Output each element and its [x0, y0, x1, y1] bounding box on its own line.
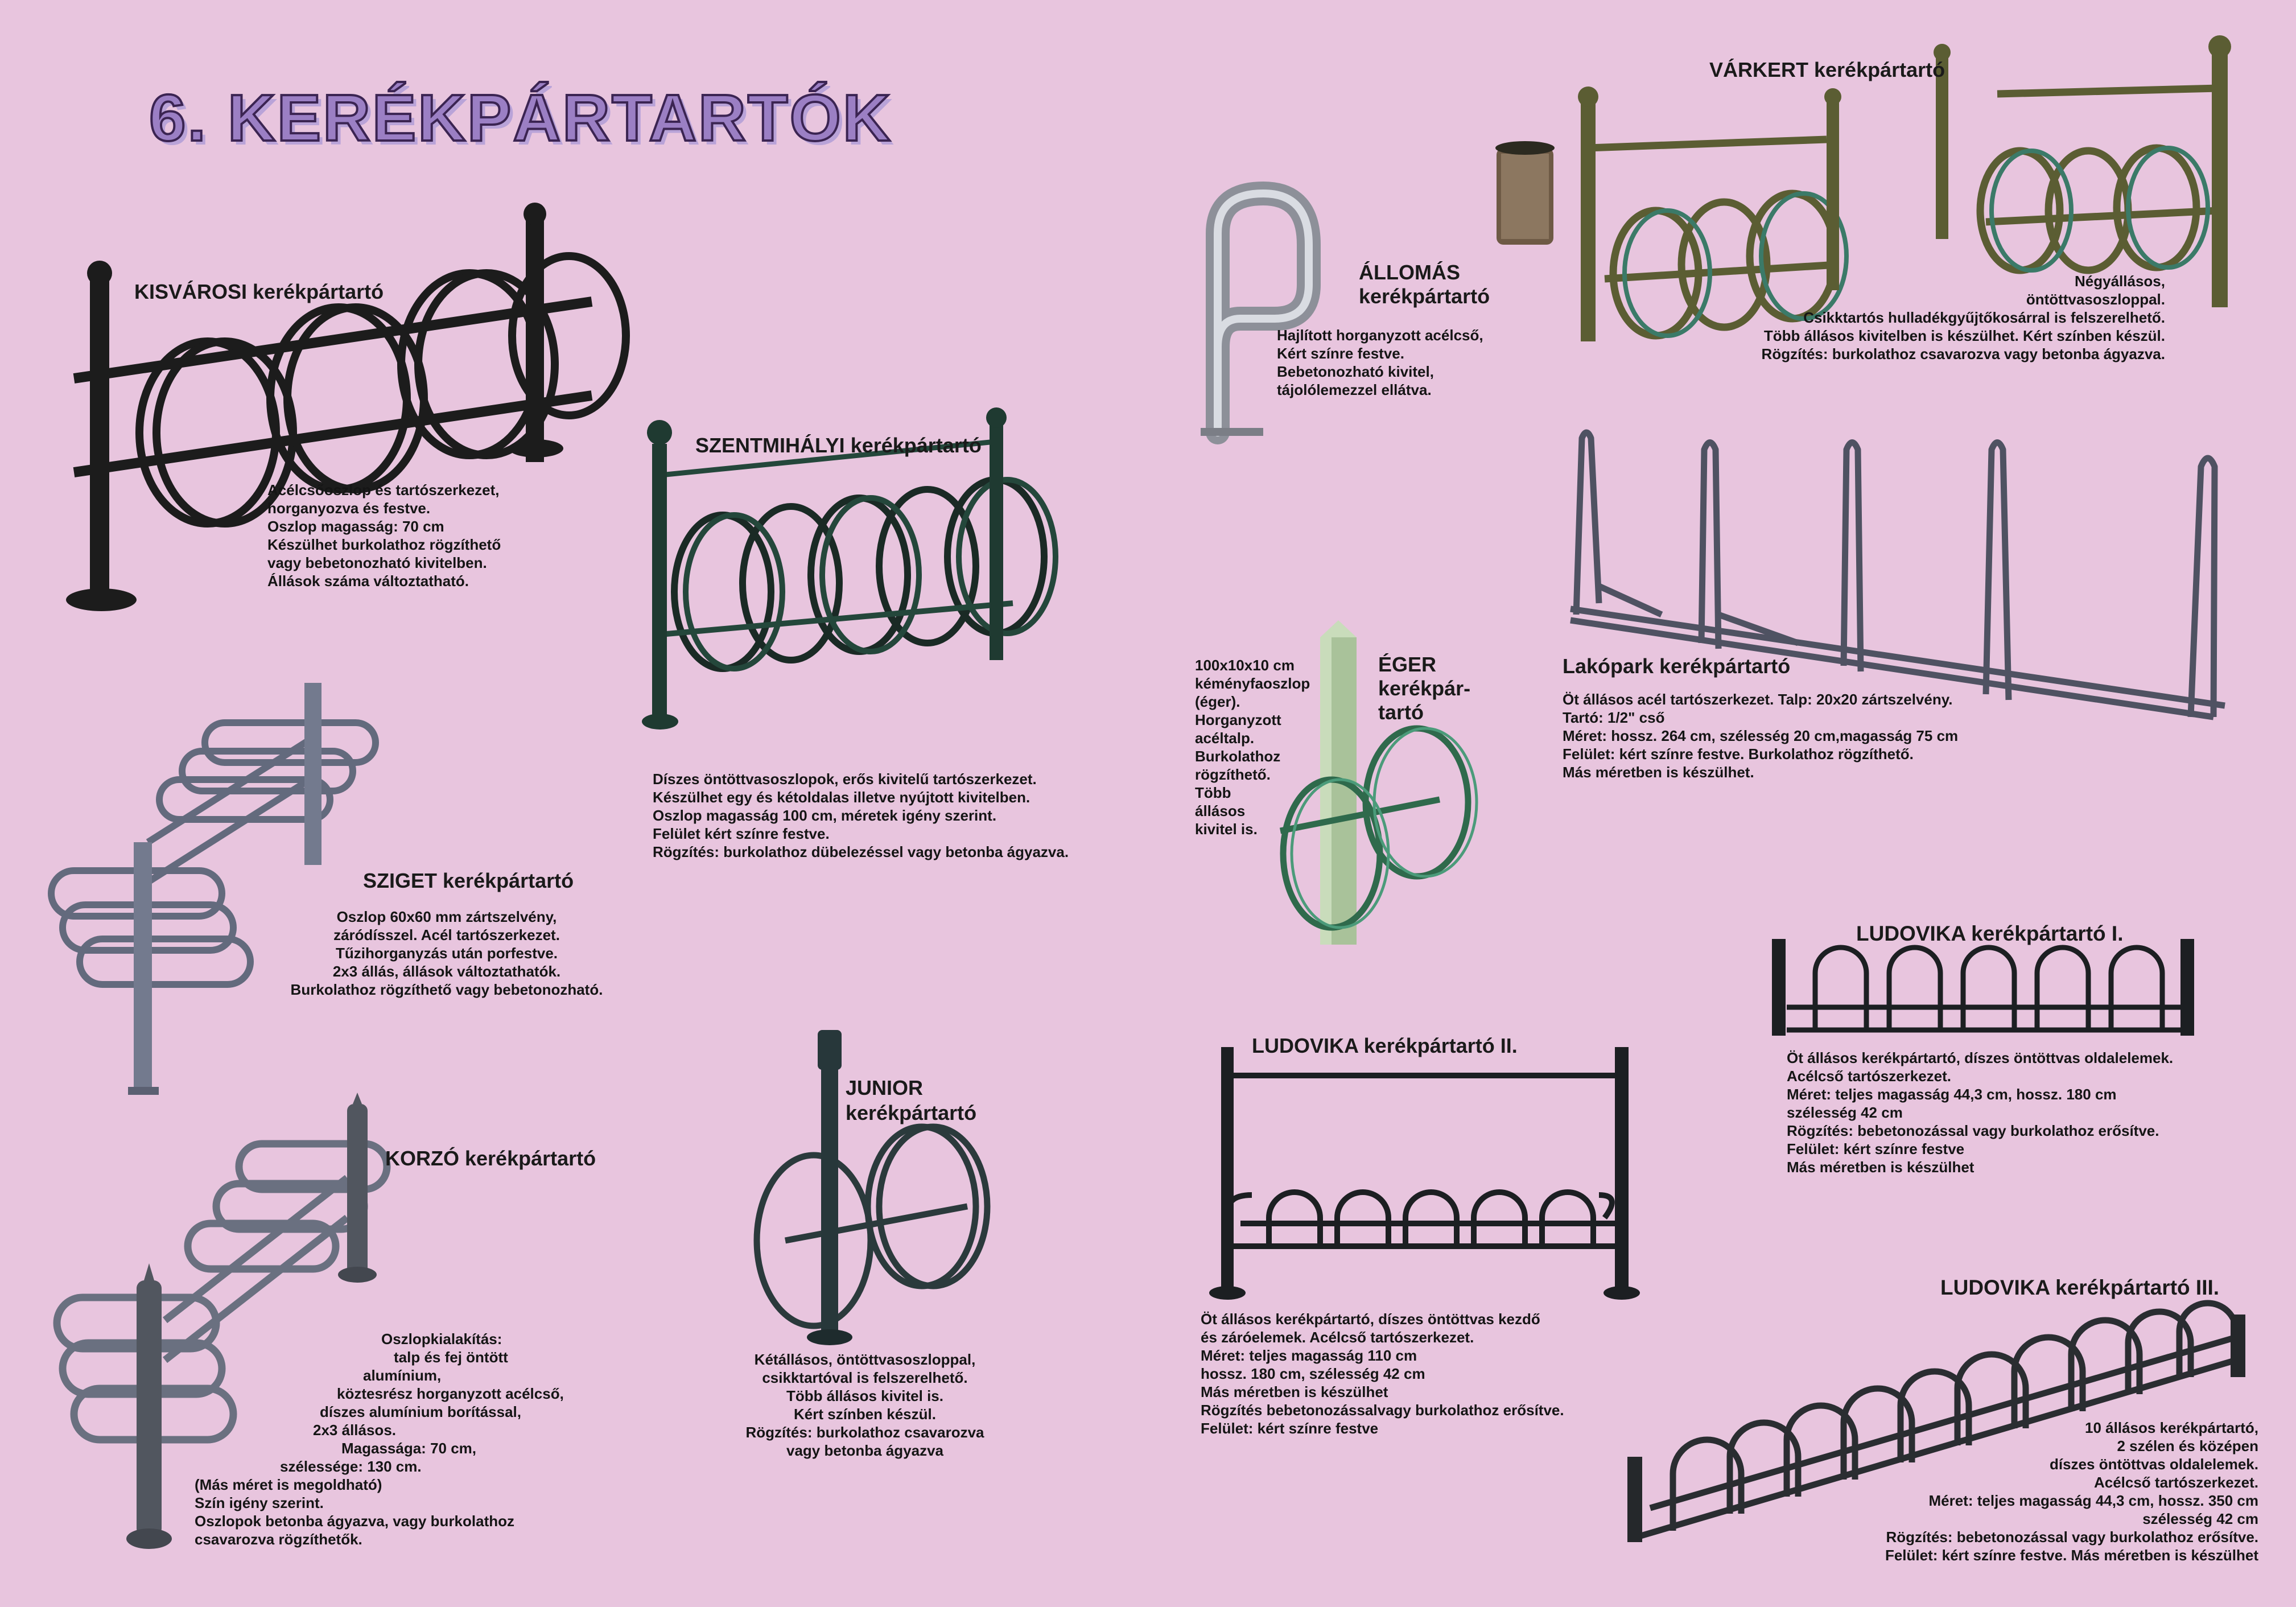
varkert-description: Négyállásos, öntöttvasoszloppal. Csikkta…: [1761, 273, 2165, 362]
lakopark-rack-image: [1570, 429, 2225, 720]
szentmihalyi-rack-image: [642, 407, 1058, 730]
eger-description: 100x10x10 cm kéményfaoszlop (éger). Horg…: [1195, 657, 1310, 838]
ludovika1-rack-image: [1772, 939, 2194, 1036]
varkert-rack-image: [1495, 35, 2231, 341]
korzo-heading: KORZÓ kerékpártartó: [385, 1147, 596, 1170]
lakopark-description: Öt állásos acél tartószerkezet. Talp: 20…: [1563, 691, 1959, 781]
szentmihalyi-heading: SZENTMIHÁLYI kerékpártartó: [695, 434, 982, 457]
ludovika1-heading: LUDOVIKA kerékpártartó I.: [1856, 922, 2124, 945]
sziget-rack-image: [48, 683, 379, 1095]
sziget-description: Oszlop 60x60 mm zártszelvény, záródíssze…: [290, 908, 603, 998]
eger-rack-image: [1279, 620, 1478, 945]
ludovika1-description: Öt állásos kerékpártartó, díszes öntöttv…: [1787, 1049, 2174, 1176]
szentmihalyi-description: Díszes öntöttvasoszlopok, erős kivitelű …: [653, 770, 1069, 860]
sziget-heading: SZIGET kerékpártartó: [363, 869, 574, 892]
korzo-description: Oszlopkialakítás: talp és fej öntött alu…: [195, 1330, 564, 1548]
kisvarosi-description: Acélcsőoszlop és tartószerkezet, horgany…: [267, 481, 501, 590]
ludovika3-description: 10 állásos kerékpártartó, 2 szélen és kö…: [1885, 1419, 2258, 1564]
kisvarosi-heading: KISVÁROSI kerékpártartó: [134, 280, 384, 303]
allomas-description: Hajlított horganyzott acélcső, Kért szín…: [1277, 327, 1483, 398]
ludovika3-heading: LUDOVIKA kerékpártartó III.: [1940, 1276, 2220, 1299]
ludovika2-heading: LUDOVIKA kerékpártartó II.: [1252, 1034, 1518, 1057]
allomas-rack-image: [1201, 181, 1321, 444]
page-title: 6. KERÉKPÁRTARTÓK: [148, 80, 892, 156]
ludovika2-rack-image: [1209, 1047, 1640, 1300]
korzo-rack-image: [53, 1093, 391, 1549]
junior-heading: JUNIOR kerékpártartó: [846, 1076, 977, 1124]
junior-description: Kétállásos, öntöttvasoszloppal, csikktar…: [745, 1351, 984, 1459]
junior-rack-image: [753, 1030, 991, 1345]
ludovika3-rack-image: [1627, 1300, 2245, 1542]
ludovika2-description: Öt állásos kerékpártartó, díszes öntöttv…: [1201, 1311, 1564, 1437]
lakopark-heading: Lakópark kerékpártartó: [1563, 654, 1791, 678]
allomas-heading: ÁLLOMÁS kerékpártartó: [1359, 261, 1490, 308]
eger-heading: ÉGER kerékpár- tartó: [1378, 653, 1471, 724]
kisvarosi-rack-image: [66, 203, 630, 611]
varkert-heading: VÁRKERT kerékpártartó: [1709, 58, 1945, 81]
